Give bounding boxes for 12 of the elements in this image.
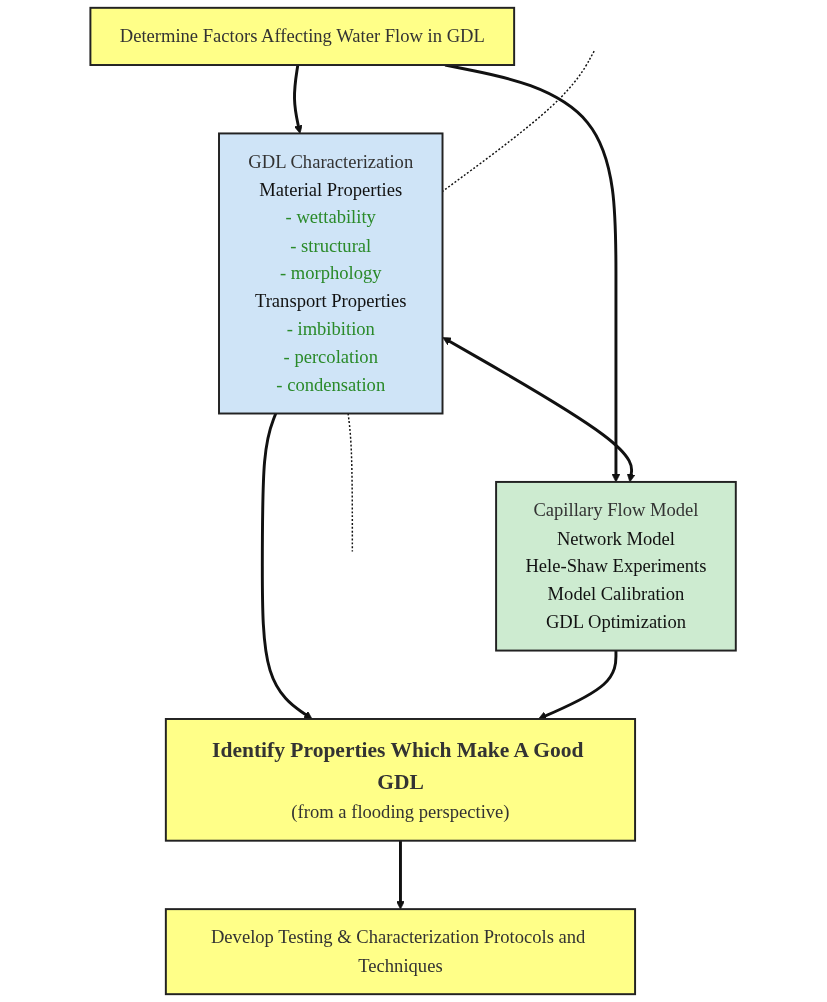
node-box: Determine Factors Affecting Water Flow in GDL [89,6,516,66]
arrow [261,412,313,720]
arrow [538,650,618,720]
arrow [293,64,303,134]
node-box: Capillary Flow Model Network Model Hele-Shaw Experiments Model Calibration GDL Optimization [495,480,738,652]
node-box: Develop Testing & Characterization Protocols and Techniques [165,908,637,996]
arrow [396,840,406,910]
connector [442,50,596,193]
node-box: Identify Properties Which Make A Good GDL (from a flooding perspective) [165,718,637,842]
node-box: GDL Characterization Material Properties - wettability - structural - morphology Transport Properties - imbibition - percolation - condensation [218,132,444,415]
arrow [442,337,636,483]
connector [347,412,354,553]
